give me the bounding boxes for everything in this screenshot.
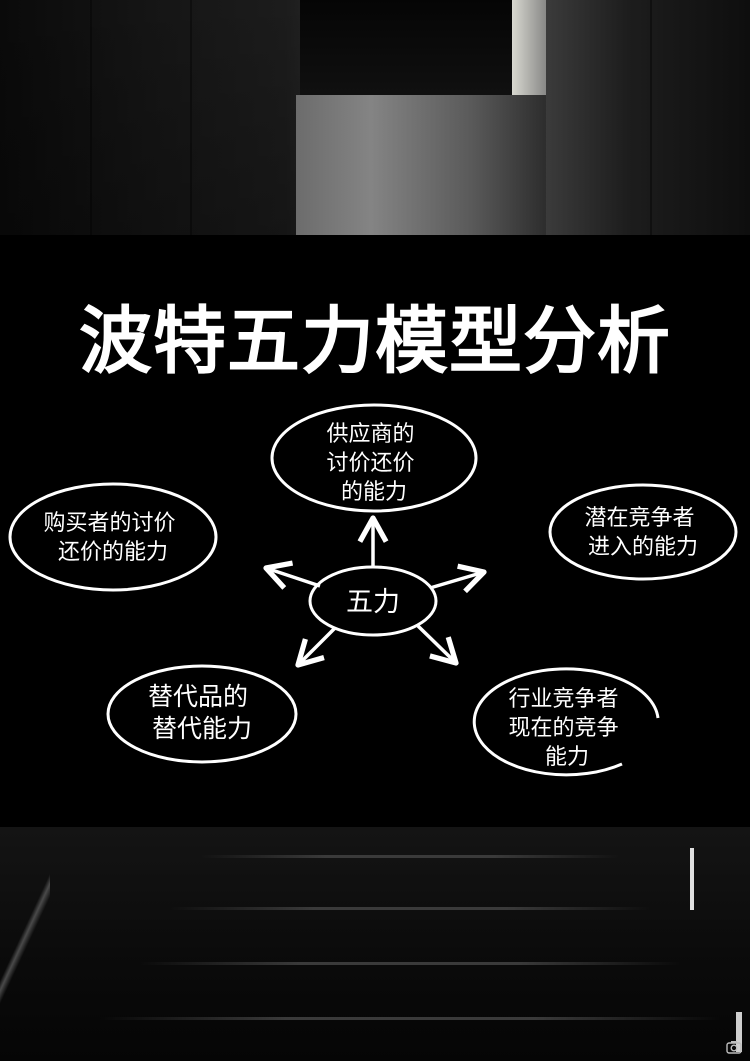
stair-step	[200, 855, 620, 858]
rival-label-line: 行业竞争者	[508, 687, 618, 712]
supplier-label-line: 的能力	[341, 480, 407, 505]
handrail-shadow	[0, 827, 50, 1061]
wall-seam	[90, 0, 92, 235]
center-node	[308, 565, 438, 637]
buyer-label: 购买者的讨价 还价的能力	[43, 511, 182, 565]
substitute-label: 替代品的 替代能力	[148, 682, 256, 743]
arrow-to-entrant	[429, 563, 487, 594]
substitute-label-line: 替代品的	[148, 682, 248, 711]
buyer-label-line: 购买者的讨价	[43, 511, 175, 536]
entrant-label: 潜在竞争者 进入的能力	[584, 506, 701, 560]
bottom-stairs-photo	[0, 827, 750, 1061]
top-corridor-photo	[0, 0, 750, 235]
light-shaft	[512, 0, 552, 95]
rival-label-line: 现在的竞争	[508, 716, 618, 741]
rival-label: 行业竞争者 现在的竞争 能力	[508, 687, 625, 770]
entrant-label-line: 潜在竞争者	[584, 506, 694, 531]
arrow-to-rival	[416, 624, 459, 666]
supplier-label-line: 供应商的	[326, 422, 414, 447]
lit-wall	[296, 95, 546, 235]
buyer-label-line: 还价的能力	[58, 540, 168, 565]
right-wall	[546, 0, 750, 235]
supplier-label-line: 讨价还价	[326, 451, 414, 476]
wall-seam	[190, 0, 192, 235]
substitute-node	[106, 664, 298, 764]
supplier-node	[270, 403, 478, 513]
stair-step	[100, 1017, 720, 1020]
stair-step	[170, 907, 650, 910]
arrow-to-buyer	[263, 560, 321, 590]
wall-light-strip	[736, 1012, 742, 1052]
buyer-node	[8, 482, 218, 592]
center-label: 五力	[346, 587, 400, 618]
entrant-node	[548, 483, 738, 581]
rival-label-line: 能力	[545, 745, 589, 770]
stair-step	[140, 962, 680, 965]
arrow-to-substitute	[295, 626, 337, 668]
wall-light-strip	[690, 848, 694, 910]
ceiling-shadow	[300, 0, 530, 95]
page-title: 波特五力模型分析	[79, 299, 671, 384]
entrant-label-line: 进入的能力	[588, 535, 698, 560]
camera-icon	[726, 1041, 742, 1054]
supplier-label: 供应商的 讨价还价 的能力	[326, 422, 421, 505]
rival-node	[472, 667, 660, 777]
substitute-label-line: 替代能力	[152, 714, 252, 743]
wall-seam	[650, 0, 652, 235]
